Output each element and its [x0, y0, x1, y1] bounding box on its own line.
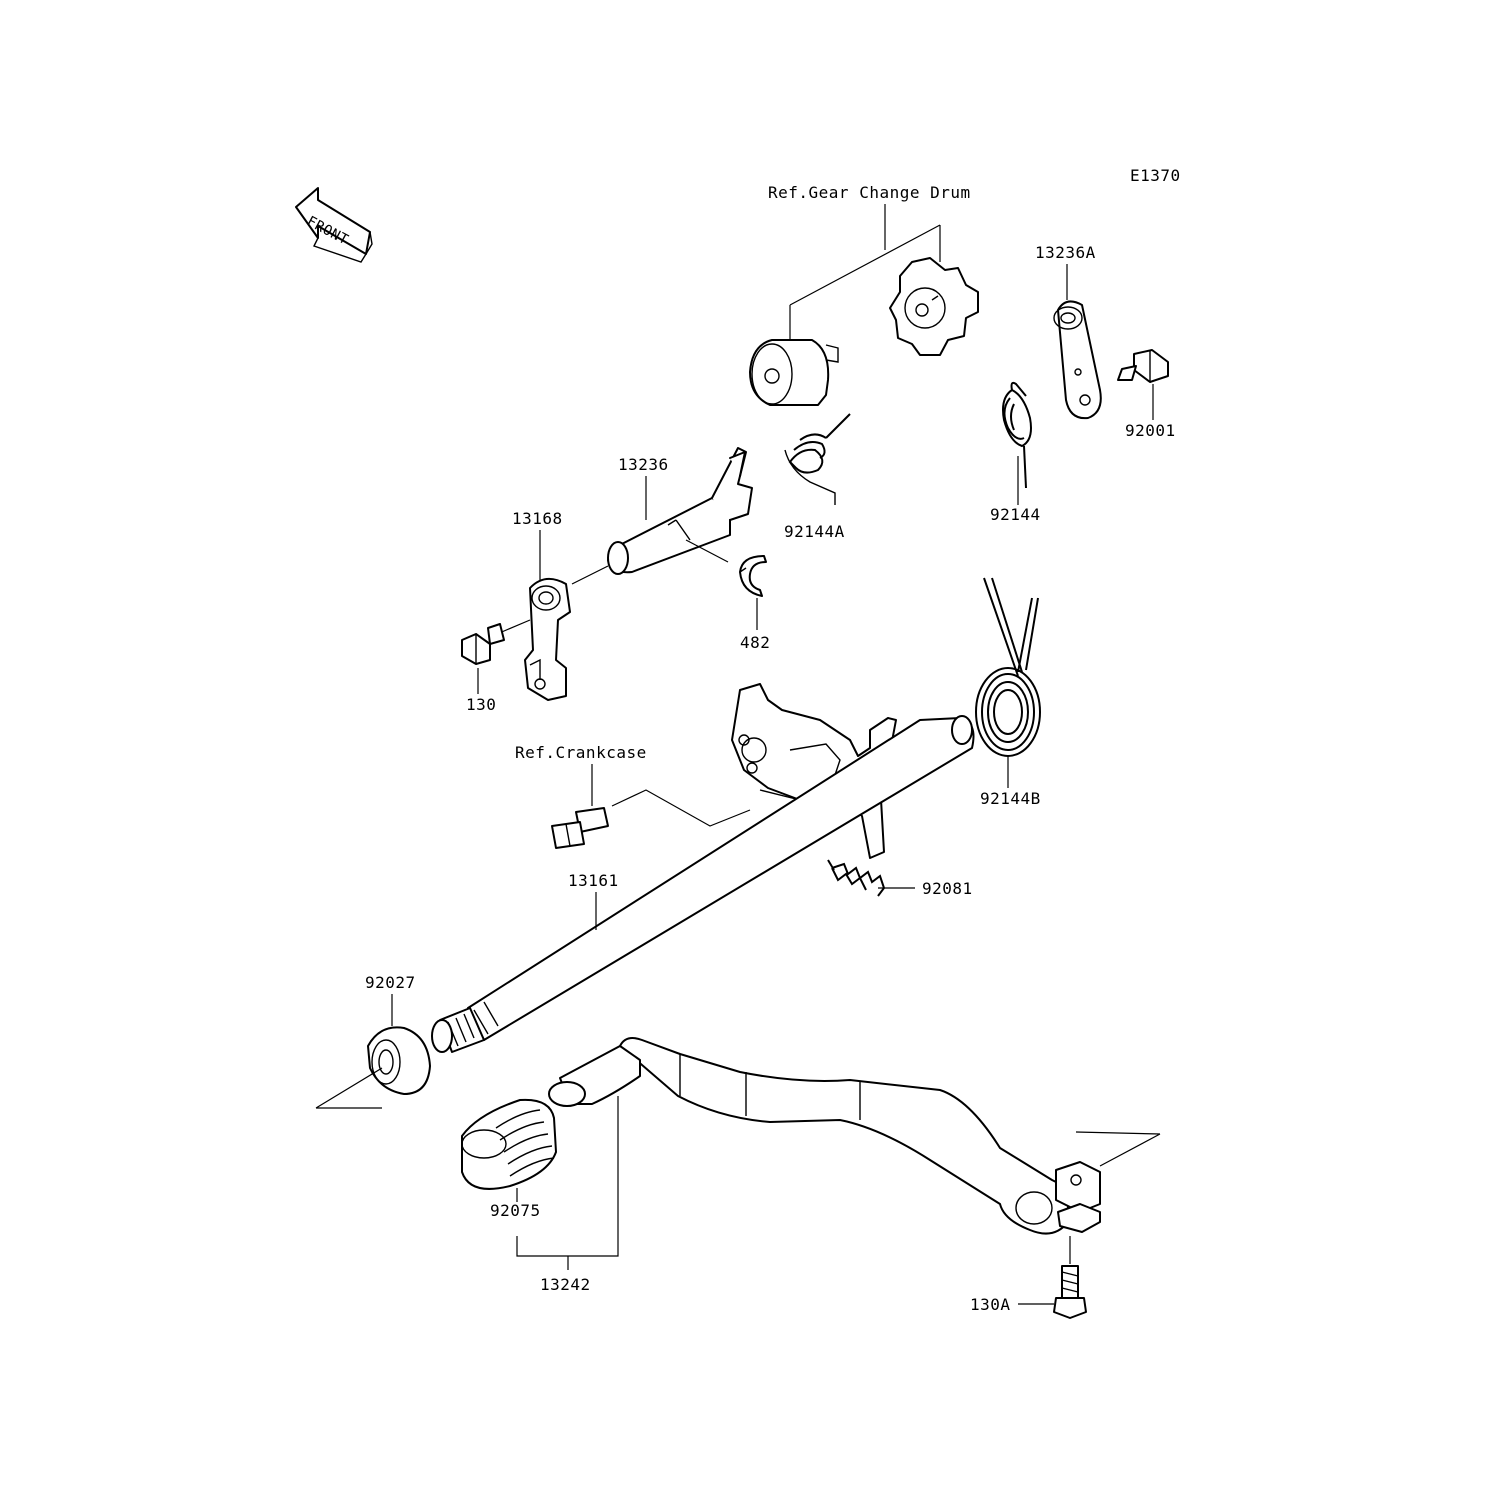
part-13168-arm — [524, 577, 571, 701]
label-482: 482 — [740, 633, 770, 652]
part-130-bolt — [461, 623, 505, 665]
crankcase-pin-part — [551, 807, 609, 849]
label-92081: 92081 — [922, 879, 973, 898]
part-92081-spring — [827, 859, 885, 897]
label-130: 130 — [466, 695, 496, 714]
label-13161: 13161 — [568, 871, 619, 890]
label-92144B: 92144B — [980, 789, 1041, 808]
part-130A-bolt — [1053, 1265, 1087, 1319]
part-92144-spring — [1002, 381, 1032, 489]
front-arrow-icon: FRONT — [295, 187, 373, 263]
drum-cam-part — [749, 339, 839, 406]
part-92075-rubber — [461, 1098, 557, 1190]
drum-star-part — [889, 257, 979, 356]
part-92001-bolt — [1117, 349, 1169, 383]
label-92075: 92075 — [490, 1201, 541, 1220]
part-13236A — [1053, 300, 1102, 420]
label-92144: 92144 — [990, 505, 1041, 524]
part-13242-pedal — [548, 1037, 1101, 1235]
ref-crankcase-label: Ref.Crankcase — [515, 743, 647, 762]
part-13236-shaft — [607, 447, 753, 575]
label-92001: 92001 — [1125, 421, 1176, 440]
figure-code: E1370 — [1130, 166, 1181, 185]
part-13161-shaft — [431, 715, 975, 1053]
part-92027-seal — [367, 1026, 431, 1095]
part-482-clip — [739, 555, 767, 597]
part-92144B-spring — [975, 577, 1041, 757]
label-13168: 13168 — [512, 509, 563, 528]
label-92027: 92027 — [365, 973, 416, 992]
shift-mechanism-plate — [731, 683, 897, 859]
label-92144A: 92144A — [784, 522, 845, 541]
label-13236: 13236 — [618, 455, 669, 474]
label-130A: 130A — [970, 1295, 1011, 1314]
label-13242: 13242 — [540, 1275, 591, 1294]
ref-gear-change-drum-leaders — [789, 204, 941, 345]
part-92144A-spring — [784, 413, 851, 505]
label-13236A: 13236A — [1035, 243, 1096, 262]
ref-gear-change-drum-label: Ref.Gear Change Drum — [768, 183, 971, 202]
